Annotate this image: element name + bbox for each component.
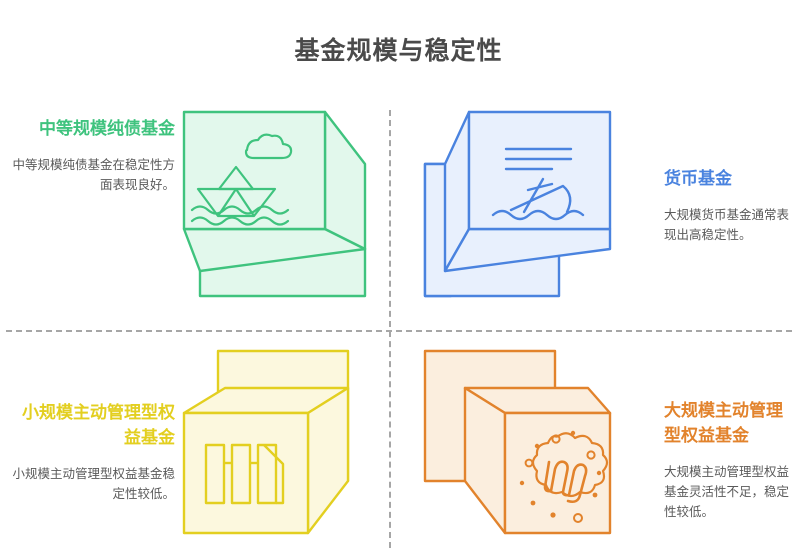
quadrant-top-right-text: 货币基金 大规模货币基金通常表现出高稳定性。 [636, 166, 797, 245]
quadrant-bottom-right-text: 大规模主动管理型权益基金 大规模主动管理型权益基金灵活性不足，稳定性较低。 [636, 398, 797, 522]
building-columns-icon [182, 349, 350, 535]
vertical-divider [389, 110, 391, 548]
quadrant-bottom-left-text: 小规模主动管理型权益基金 小规模主动管理型权益基金稳定性较低。 [0, 400, 175, 504]
paper-boat-illustration [180, 104, 395, 309]
quadrant-top-right: 货币基金 大规模货币基金通常表现出高稳定性。 [399, 104, 797, 322]
quadrant-bottom-left-description: 小规模主动管理型权益基金稳定性较低。 [12, 467, 175, 501]
quadrant-bottom-right: 大规模主动管理型权益基金 大规模主动管理型权益基金灵活性不足，稳定性较低。 [399, 340, 797, 558]
sinking-sailboat-icon [423, 110, 612, 298]
quadrant-bottom-right-description: 大规模主动管理型权益基金灵活性不足，稳定性较低。 [664, 465, 790, 519]
horizontal-divider [6, 330, 792, 332]
quadrant-top-left-heading: 中等规模纯债基金 [39, 119, 175, 138]
quadrant-top-left-text: 中等规模纯债基金 中等规模纯债基金在稳定性方面表现良好。 [0, 116, 175, 195]
sinking-sailboat-illustration [421, 104, 636, 309]
quadrant-top-left-description: 中等规模纯债基金在稳定性方面表现良好。 [12, 158, 175, 192]
building-columns-illustration [180, 345, 395, 550]
paper-boat-icon [182, 110, 367, 298]
quadrant-top-left: 中等规模纯债基金 中等规模纯债基金在稳定性方面表现良好。 [0, 104, 398, 322]
cloud-letter-m-illustration [421, 345, 636, 550]
cloud-letter-m-icon [423, 349, 612, 535]
quadrant-bottom-left: 小规模主动管理型权益基金 小规模主动管理型权益基金稳定性较低。 [0, 340, 398, 558]
quadrant-bottom-left-heading: 小规模主动管理型权益基金 [22, 403, 175, 447]
quadrant-top-right-heading: 货币基金 [664, 169, 732, 188]
page-title: 基金规模与稳定性 [294, 37, 503, 65]
quadrant-top-right-description: 大规模货币基金通常表现出高稳定性。 [664, 208, 790, 242]
quadrant-bottom-right-heading: 大规模主动管理型权益基金 [664, 401, 783, 445]
